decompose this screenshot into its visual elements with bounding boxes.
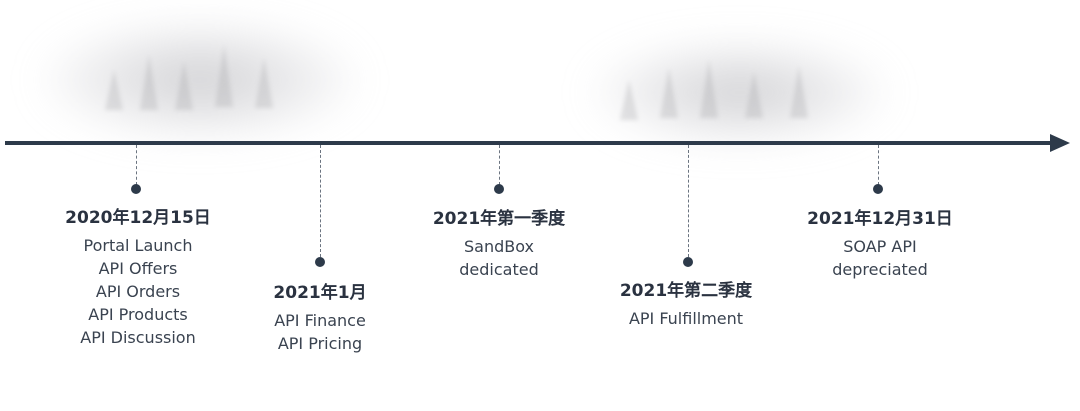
event-item: API Products <box>88 305 188 324</box>
event-item: API Finance <box>274 311 366 330</box>
timeline-event: 2021年1月 API Finance API Pricing <box>210 282 430 355</box>
event-date: 2021年1月 <box>273 283 367 303</box>
event-item: API Fulfillment <box>628 309 744 328</box>
timeline-axis <box>5 141 1057 145</box>
timeline-stem <box>688 145 689 257</box>
timeline-event: 2020年12月15日 Portal Launch API Offers API… <box>28 207 248 349</box>
event-item: SandBox <box>464 237 534 256</box>
timeline-dot <box>315 257 325 267</box>
timeline-dot <box>494 184 504 194</box>
timeline-dot <box>131 184 141 194</box>
event-item: API Pricing <box>277 334 363 353</box>
timeline-event: 2021年第二季度 API Fulfillment <box>576 280 796 330</box>
event-item: SOAP API <box>843 237 917 256</box>
timeline-dot <box>683 257 693 267</box>
event-item: dedicated <box>459 260 539 279</box>
timeline-stem <box>878 145 879 185</box>
timeline-event: 2021年12月31日 SOAP API depreciated <box>770 208 990 281</box>
arrow-right-icon <box>1050 134 1070 152</box>
event-item: API Orders <box>95 282 181 301</box>
event-date: 2021年第一季度 <box>432 209 566 229</box>
timeline-stem <box>136 145 137 185</box>
event-item: API Offers <box>98 259 178 278</box>
timeline-stem <box>320 145 321 257</box>
event-date: 2021年第二季度 <box>619 281 753 301</box>
event-date: 2021年12月31日 <box>807 209 953 229</box>
event-date: 2020年12月15日 <box>65 208 211 228</box>
event-item: depreciated <box>832 260 928 279</box>
timeline-dot <box>873 184 883 194</box>
timeline-stem <box>499 145 500 185</box>
event-item: Portal Launch <box>83 236 193 255</box>
timeline-event: 2021年第一季度 SandBox dedicated <box>389 208 609 281</box>
event-item: API Discussion <box>80 328 196 347</box>
